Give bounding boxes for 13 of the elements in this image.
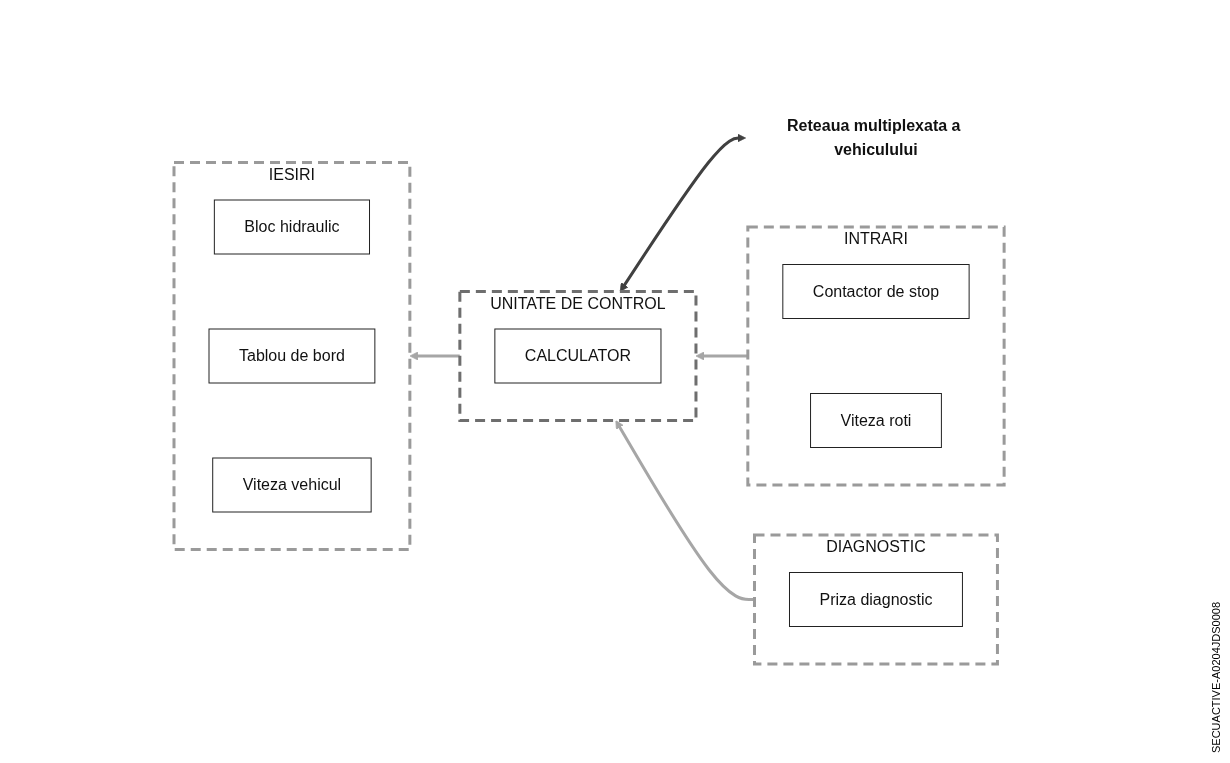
document-code: SECUACTIVE-A0204JDS0008 [1210,602,1222,753]
arrow [615,420,755,601]
node-box: CALCULATOR [494,328,662,384]
node-box: Contactor de stop [782,264,970,319]
node-text: Reteaua multiplexata a vehiculului [787,117,961,158]
node-box: Bloc hidraulic [213,199,370,255]
arrow [619,133,746,292]
node-box: Viteza vehicul [212,457,372,513]
arrow [409,351,460,361]
node-box: Viteza roti [810,393,942,448]
arrow [695,351,748,361]
node-box: Tablou de bord [208,328,376,384]
node-box: Priza diagnostic [789,572,963,627]
